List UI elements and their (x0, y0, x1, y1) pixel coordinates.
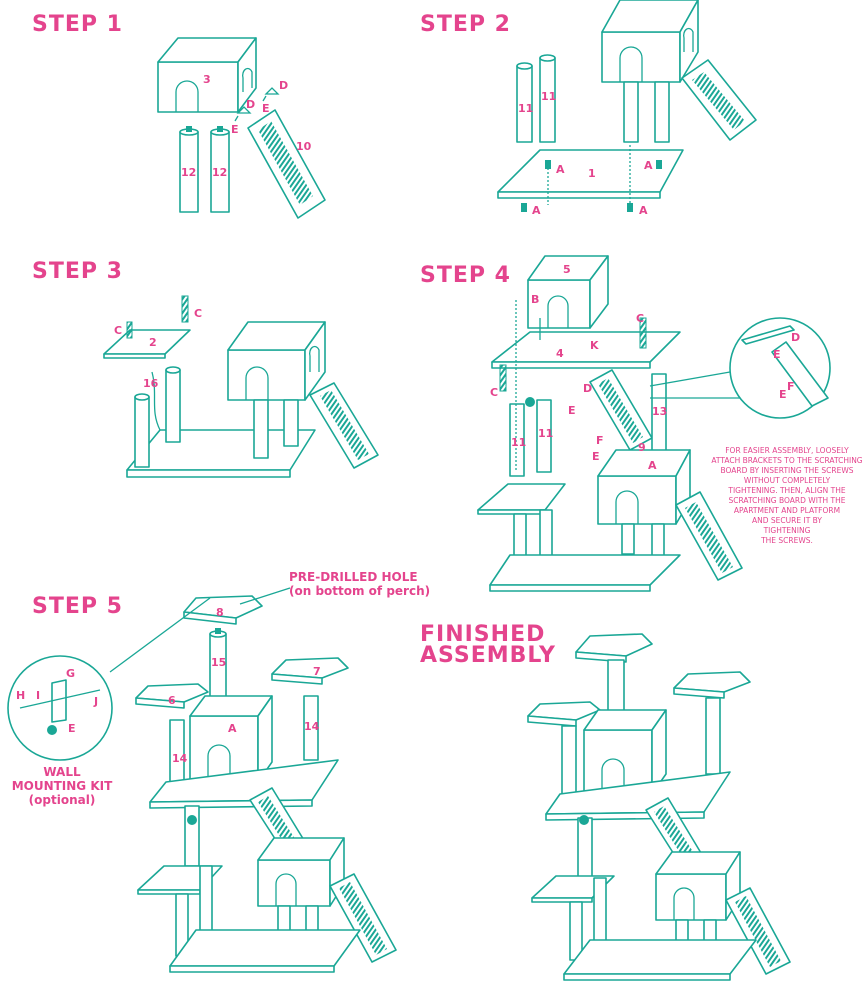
svg-text:SCRATCHING BOARD WITH THE: SCRATCHING BOARD WITH THE (729, 496, 846, 505)
step-4-label: 9 (638, 441, 646, 454)
step-3-label: 16 (143, 377, 159, 390)
step-4-note: FOR EASIER ASSEMBLY, LOOSELY ATTACH BRAC… (711, 446, 862, 545)
step-3-drawing (103, 295, 379, 478)
step-5-label: 15 (211, 656, 226, 669)
step-5-label: G (66, 667, 75, 680)
step-4-label: E (568, 404, 576, 417)
svg-text:THE SCREWS.: THE SCREWS. (760, 536, 813, 545)
step-2-label: A (556, 163, 565, 176)
svg-text:AND SECURE IT BY: AND SECURE IT BY (752, 516, 822, 525)
step-3-title: STEP 3 (32, 259, 123, 284)
step-1-title: STEP 1 (32, 12, 123, 37)
step-3-label: 2 (149, 336, 157, 349)
svg-text:(optional): (optional) (29, 793, 96, 807)
step-2-drawing (497, 0, 757, 212)
step-1-label: 12 (181, 166, 196, 179)
step-4-label: 13 (652, 405, 667, 418)
step-4-label: 11 (511, 436, 526, 449)
step-4-label: B (531, 293, 539, 306)
step-4-label: 11 (538, 427, 553, 440)
step-4-label: D (583, 382, 592, 395)
step-4-label: C (636, 312, 644, 325)
svg-text:APARTMENT AND PLATFORM: APARTMENT AND PLATFORM (734, 506, 840, 515)
step-2-label: A (639, 204, 648, 217)
step-2-title: STEP 2 (420, 12, 511, 37)
svg-text:BOARD BY INSERTING THE SCREWS: BOARD BY INSERTING THE SCREWS (720, 466, 853, 475)
step-5-label: J (93, 695, 98, 708)
step-4-label: F (787, 380, 795, 393)
step-5-label: I (36, 689, 40, 702)
step-3-label: C (114, 324, 122, 337)
step-4-label: C (490, 386, 498, 399)
step-2-label: 11 (541, 90, 556, 103)
step-5-label: 14 (304, 720, 320, 733)
step-5-label: A (228, 722, 237, 735)
step-1-label: E (262, 102, 270, 115)
step-1-label: 3 (203, 73, 211, 86)
step-1-label: D (246, 98, 255, 111)
svg-text:ATTACH BRACKETS TO THE SCRATCH: ATTACH BRACKETS TO THE SCRATCHING (711, 456, 862, 465)
step-5-drawing (7, 587, 397, 973)
step-5-title: STEP 5 (32, 594, 123, 619)
step-2-label: A (532, 204, 541, 217)
svg-text:FOR EASIER ASSEMBLY, LOOSELY: FOR EASIER ASSEMBLY, LOOSELY (725, 446, 849, 455)
step-4-label: F (596, 434, 604, 447)
step-4-label: A (648, 459, 657, 472)
step-4-label: D (791, 331, 800, 344)
step-5-label: 14 (172, 752, 188, 765)
step-5-label: 6 (168, 694, 176, 707)
step-5-label: E (68, 722, 76, 735)
step-4-label: 5 (563, 263, 571, 276)
step-1-drawing (157, 37, 326, 219)
svg-text:WALL: WALL (43, 765, 81, 779)
step-1-label: 12 (212, 166, 227, 179)
step-4-label: E (592, 450, 600, 463)
pre-drilled-hole-label: PRE-DRILLED HOLE (289, 570, 418, 584)
finished-title-line-1: FINISHED (420, 622, 545, 647)
step-2-label: 1 (588, 167, 596, 180)
wall-mounting-kit-label: WALL MOUNTING KIT (optional) (12, 765, 113, 807)
step-5-label: 8 (216, 606, 224, 619)
finished-title-line-2: ASSEMBLY (420, 643, 556, 668)
step-1-label: 10 (296, 140, 312, 153)
step-5-label: H (16, 689, 25, 702)
pre-drilled-hole-note: (on bottom of perch) (289, 584, 430, 598)
svg-text:TIGHTENING. THEN, ALIGN THE: TIGHTENING. THEN, ALIGN THE (727, 486, 845, 495)
step-4-label: E (773, 348, 781, 361)
svg-text:TIGHTENING: TIGHTENING (763, 526, 811, 535)
step-4-label: 4 (556, 347, 564, 360)
step-2-label: A (644, 159, 653, 172)
step-4-label: E (779, 388, 787, 401)
step-1-label: E (231, 123, 239, 136)
step-2-label: 11 (518, 102, 533, 115)
svg-text:MOUNTING KIT: MOUNTING KIT (12, 779, 113, 793)
step-5-label: 7 (313, 665, 321, 678)
step-4-drawing (477, 255, 831, 592)
step-4-label: K (590, 339, 599, 352)
step-4-title: STEP 4 (420, 263, 511, 288)
step-3-label: C (194, 307, 202, 320)
finished-drawing (527, 633, 791, 981)
step-1-label: D (279, 79, 288, 92)
svg-text:WITHOUT COMPLETELY: WITHOUT COMPLETELY (744, 476, 831, 485)
